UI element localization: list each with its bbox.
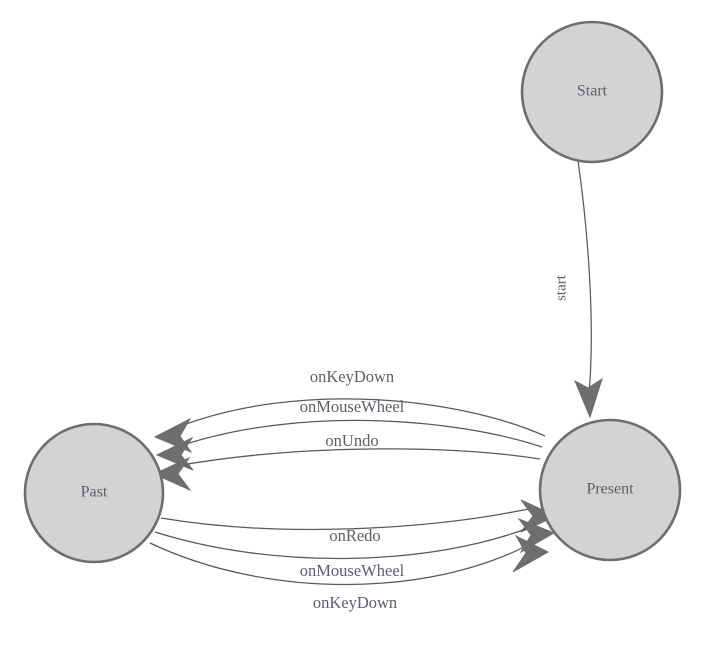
edge-label-past-present-onredo: onRedo xyxy=(329,526,380,545)
edge-present-to-past-onundo[interactable] xyxy=(152,448,541,492)
node-present[interactable]: Present xyxy=(538,418,682,562)
edge-label-present-past-onundo: onUndo xyxy=(325,431,378,450)
node-past-circle xyxy=(23,422,165,564)
edge-label-past-present-onkeydown: onKeyDown xyxy=(313,593,397,612)
edge-label-start: start xyxy=(553,274,569,301)
node-past[interactable]: Past xyxy=(23,422,165,564)
edge-path-present-past-1 xyxy=(177,398,546,437)
edge-label-present-past-onkeydown: onKeyDown xyxy=(310,367,394,386)
edge-label-present-past-onmousewheel: onMouseWheel xyxy=(300,397,405,416)
node-start-label: Start xyxy=(577,83,608,100)
node-present-circle xyxy=(538,418,682,562)
node-start[interactable]: Start xyxy=(520,20,664,164)
arrowhead-start-present xyxy=(573,377,603,419)
node-past-label: Past xyxy=(81,484,108,501)
edge-label-past-present-onmousewheel: onMouseWheel xyxy=(300,561,405,580)
arrowhead-present-past-3 xyxy=(152,456,192,492)
node-start-circle xyxy=(520,20,664,164)
edge-path-past-present-2 xyxy=(154,526,532,560)
edge-path-past-present-3 xyxy=(149,542,529,586)
edge-path-past-present-1 xyxy=(160,507,534,531)
edge-path-present-past-2 xyxy=(179,419,543,448)
edge-past-to-present-onkeydown[interactable] xyxy=(149,534,550,586)
arrowhead-past-present-3 xyxy=(512,534,550,573)
edge-path-start-present xyxy=(577,160,592,405)
edge-path-present-past-3 xyxy=(175,448,541,467)
edge-label-group: start onKeyDown onMouseWheel onUndo onRe… xyxy=(300,274,570,612)
node-present-label: Present xyxy=(586,481,634,498)
edge-group xyxy=(149,160,603,586)
edge-start-to-present[interactable] xyxy=(573,160,603,419)
